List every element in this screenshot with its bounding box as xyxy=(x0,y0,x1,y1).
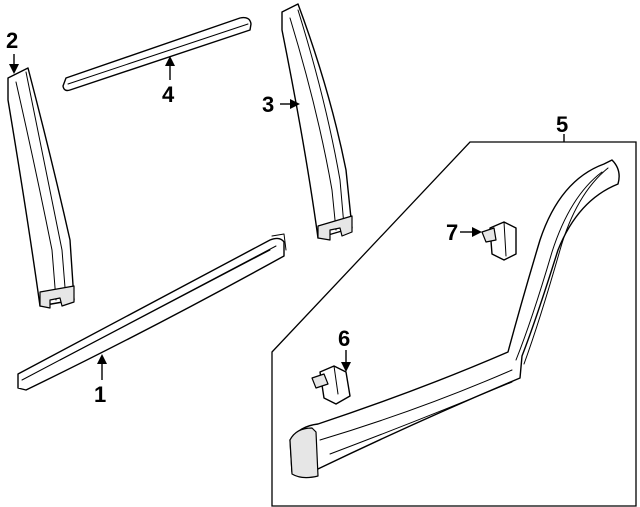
callout-5: 5 xyxy=(556,112,568,137)
part-5-assembly-box xyxy=(271,134,637,507)
part-5-lower-molding xyxy=(289,159,620,479)
part-7-clip xyxy=(481,221,517,261)
part-2-pillar-garnish xyxy=(7,67,75,309)
callout-1: 1 xyxy=(94,382,106,407)
leader-line-3 xyxy=(280,99,300,109)
leader-line-6 xyxy=(341,350,351,372)
leader-line-7 xyxy=(460,227,482,237)
callout-6: 6 xyxy=(338,326,350,351)
part-1-belt-molding xyxy=(17,233,287,391)
part-3-pillar-garnish xyxy=(281,3,353,241)
callout-2: 2 xyxy=(6,28,18,53)
part-4-molding-strip xyxy=(62,16,252,92)
callout-3: 3 xyxy=(262,92,274,117)
leader-line-1 xyxy=(97,354,107,380)
leader-line-4 xyxy=(165,56,175,80)
leader-line-2 xyxy=(9,54,19,74)
callout-7: 7 xyxy=(446,220,458,245)
part-6-clip xyxy=(311,365,351,405)
callout-4: 4 xyxy=(162,82,175,107)
